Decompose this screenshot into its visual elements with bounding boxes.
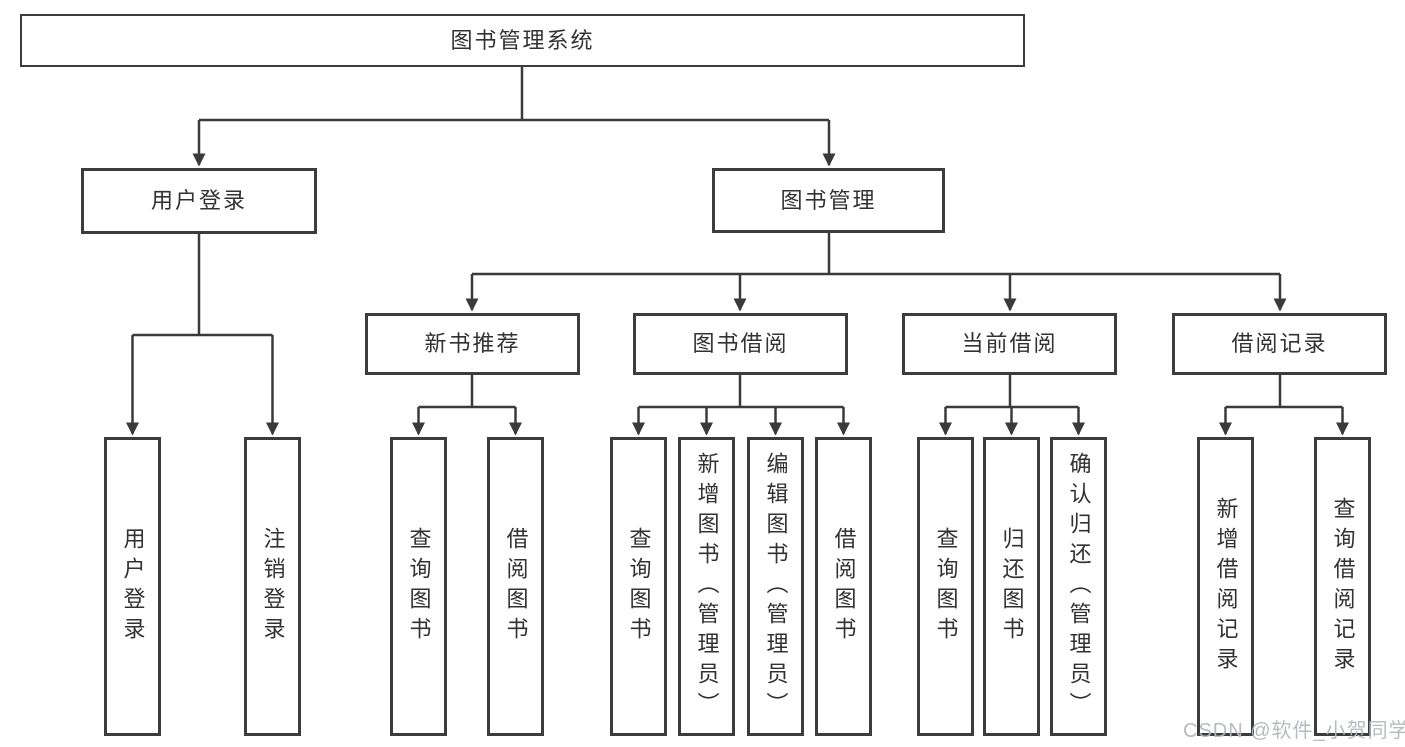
node-label: 图书借阅: [692, 331, 789, 356]
node-library-management-system: 图书管理系统: [20, 14, 1025, 67]
node-label: 新书推荐: [424, 331, 521, 356]
leaf-query-borrow-record: 查询借阅记录: [1314, 437, 1371, 736]
node-label: 当前借阅: [961, 331, 1058, 356]
leaf-label: 编辑图书（管理员）: [763, 451, 789, 722]
leaf-add-borrow-record: 新增借阅记录: [1197, 437, 1254, 736]
leaf-label: 查询图书: [626, 526, 652, 647]
leaf-query-books-recommend: 查询图书: [390, 437, 447, 736]
node-label: 图书管理系统: [450, 27, 595, 53]
leaf-label: 归还图书: [999, 526, 1025, 647]
node-book-borrowing: 图书借阅: [633, 313, 848, 375]
leaf-label: 确认归还（管理员）: [1066, 451, 1092, 722]
node-user-login: 用户登录: [81, 168, 317, 234]
node-label: 借阅记录: [1231, 331, 1328, 356]
leaf-label: 查询图书: [406, 526, 432, 647]
leaf-borrow-books-borrowing: 借阅图书: [815, 437, 872, 736]
leaf-label: 查询借阅记录: [1330, 496, 1356, 677]
leaf-label: 注销登录: [260, 526, 286, 647]
leaf-return-books: 归还图书: [983, 437, 1040, 736]
leaf-label: 查询图书: [933, 526, 959, 647]
leaf-label: 新增借阅记录: [1213, 496, 1239, 677]
leaf-edit-books-admin: 编辑图书（管理员）: [747, 437, 804, 736]
leaf-logout-login: 注销登录: [244, 437, 301, 736]
node-current-borrowing: 当前借阅: [902, 313, 1117, 375]
leaf-label: 借阅图书: [503, 526, 529, 647]
leaf-label: 借阅图书: [831, 526, 857, 647]
node-book-management: 图书管理: [712, 168, 945, 233]
node-label: 用户登录: [150, 188, 247, 213]
csdn-watermark: CSDN @软件_小贺同学: [1183, 720, 1405, 742]
leaf-label: 新增图书（管理员）: [694, 451, 720, 722]
leaf-add-books-admin: 新增图书（管理员）: [678, 437, 735, 736]
leaf-user-login: 用户登录: [104, 437, 161, 736]
leaf-confirm-return-admin: 确认归还（管理员）: [1050, 437, 1107, 736]
node-new-book-recommendation: 新书推荐: [365, 313, 580, 375]
leaf-label: 用户登录: [120, 526, 146, 647]
node-label: 图书管理: [780, 187, 877, 213]
leaf-query-books-borrowing: 查询图书: [610, 437, 667, 736]
node-borrowing-records: 借阅记录: [1172, 313, 1387, 375]
leaf-query-books-current: 查询图书: [917, 437, 974, 736]
leaf-borrow-books-recommend: 借阅图书: [487, 437, 544, 736]
